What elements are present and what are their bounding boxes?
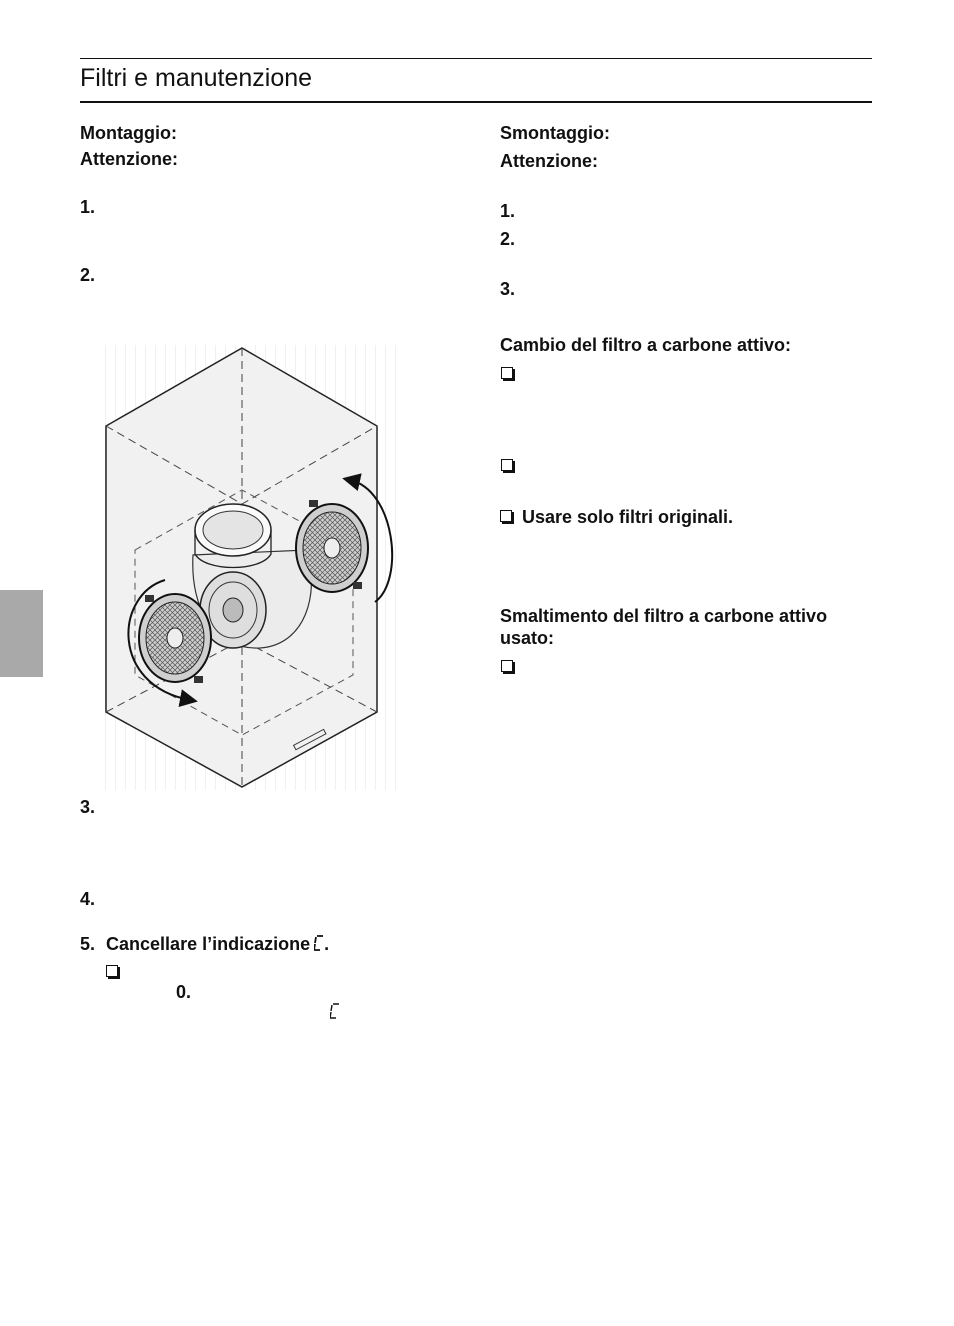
seven-segment-c-icon xyxy=(330,1003,339,1019)
header-bottom-rule xyxy=(80,101,872,103)
step-5-number: 5. xyxy=(80,934,96,954)
step-5-text: Cancellare l’indicazione xyxy=(106,934,311,954)
original-filters-text: Usare solo filtri originali. xyxy=(522,507,734,527)
checkbox-bullet-icon xyxy=(106,965,118,977)
checkbox-bullet-icon xyxy=(501,367,513,379)
dismount-step-1: 1. xyxy=(500,201,516,221)
step-5-period: . xyxy=(324,934,330,954)
disposal-heading-line-1: Smaltimento del filtro a carbone attivo xyxy=(500,606,828,626)
mounting-step-5: 5. Cancellare l’indicazione. xyxy=(80,934,329,955)
checkbox-bullet-icon xyxy=(501,660,513,672)
sub-value-zero: 0. xyxy=(176,982,192,1002)
hood-carbon-filter-illustration xyxy=(105,345,405,790)
mounting-step-4: 4. xyxy=(80,889,96,909)
carbon-change-heading: Cambio del filtro a carbone attivo: xyxy=(500,335,792,355)
dismount-step-3: 3. xyxy=(500,279,516,299)
page-title: Filtri e manutenzione xyxy=(80,64,313,92)
checkbox-bullet-icon xyxy=(501,459,513,471)
section-side-tab xyxy=(0,590,43,677)
mounting-step-1: 1. xyxy=(80,197,96,217)
dismount-attention-label: Attenzione: xyxy=(500,151,598,171)
seven-segment-c-icon xyxy=(314,935,324,951)
original-filters-item: Usare solo filtri originali. xyxy=(500,507,733,528)
mounting-step-2: 2. xyxy=(80,265,96,285)
mounting-step-3: 3. xyxy=(80,797,96,817)
dismount-heading: Smontaggio: xyxy=(500,123,610,143)
disposal-heading-line-2: usato: xyxy=(500,628,554,648)
header-top-rule xyxy=(80,58,872,59)
dismount-step-2: 2. xyxy=(500,229,516,249)
mounting-heading: Montaggio: xyxy=(80,123,177,143)
mounting-attention-label: Attenzione: xyxy=(80,149,178,169)
checkbox-bullet-icon xyxy=(500,510,512,523)
